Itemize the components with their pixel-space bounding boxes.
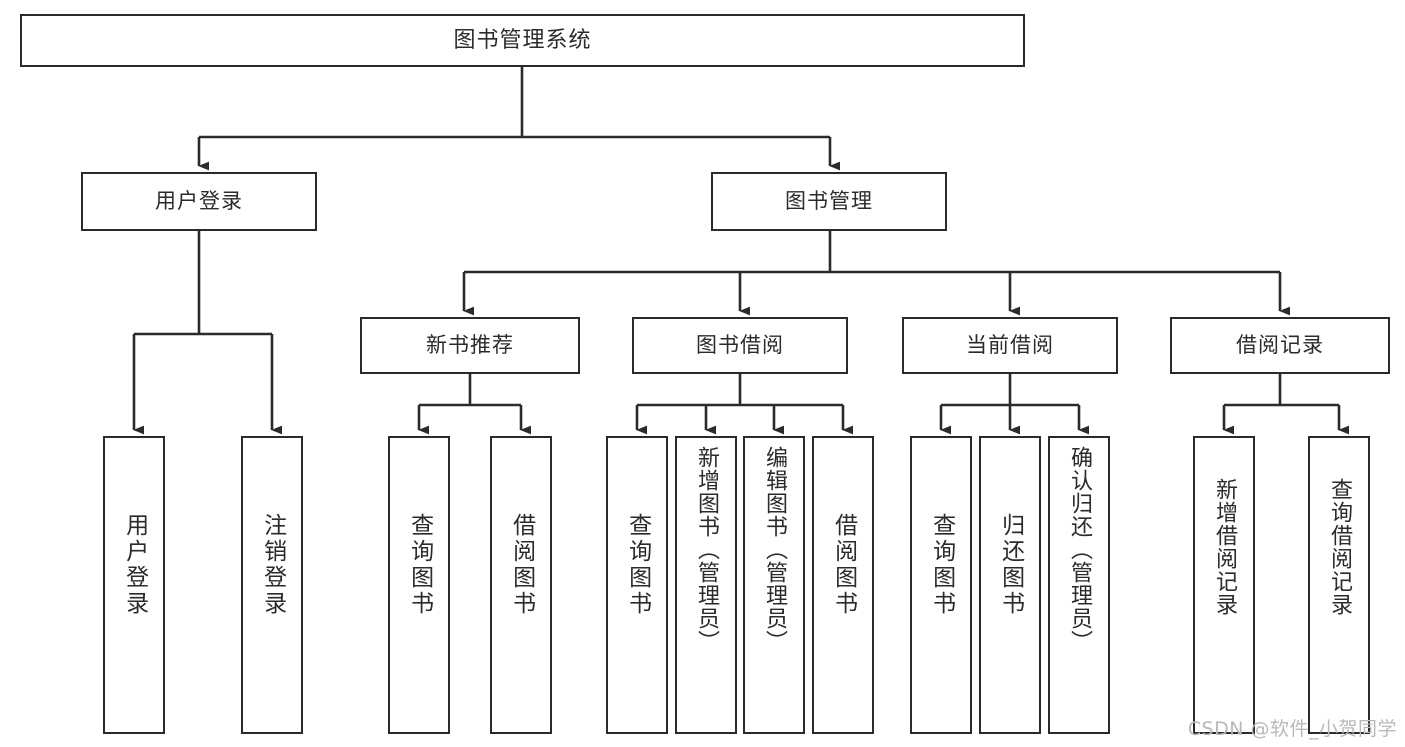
node-label: 确认归还（管理员） <box>1066 446 1092 653</box>
node-borrow-records[interactable]: 借阅记录 <box>1170 317 1390 374</box>
leaf-query-book-recommend[interactable]: 查询图书 <box>388 436 450 734</box>
node-label: 借阅图书 <box>508 513 535 617</box>
node-label: 查询借阅记录 <box>1326 478 1352 616</box>
node-label: 归还图书 <box>997 513 1024 617</box>
node-current-borrowing[interactable]: 当前借阅 <box>902 317 1118 374</box>
leaf-add-borrow-record[interactable]: 新增借阅记录 <box>1193 436 1255 734</box>
leaf-borrow-book-recommend[interactable]: 借阅图书 <box>490 436 552 734</box>
node-label: 查询图书 <box>406 513 433 617</box>
node-label: 图书管理 <box>785 189 873 213</box>
node-book-management[interactable]: 图书管理 <box>711 172 947 231</box>
node-label: 当前借阅 <box>966 333 1054 357</box>
node-label: 图书借阅 <box>696 333 784 357</box>
node-new-book-recommendation[interactable]: 新书推荐 <box>360 317 580 374</box>
node-book-borrowing[interactable]: 图书借阅 <box>632 317 848 374</box>
node-label: 图书管理系统 <box>453 27 592 53</box>
node-label: 用户登录 <box>155 189 243 213</box>
leaf-return-book[interactable]: 归还图书 <box>979 436 1041 734</box>
node-label: 借阅图书 <box>830 513 857 617</box>
csdn-watermark: CSDN @软件_小贺同学 <box>1187 718 1397 740</box>
node-user-login[interactable]: 用户登录 <box>81 172 317 231</box>
node-label: 新增借阅记录 <box>1211 478 1237 616</box>
leaf-borrow-book-borrowing[interactable]: 借阅图书 <box>812 436 874 734</box>
leaf-query-borrow-record[interactable]: 查询借阅记录 <box>1308 436 1370 734</box>
node-label: 借阅记录 <box>1236 333 1324 357</box>
node-book-management-system[interactable]: 图书管理系统 <box>20 14 1025 67</box>
leaf-query-book-current[interactable]: 查询图书 <box>910 436 972 734</box>
node-label: 查询图书 <box>624 513 651 617</box>
node-label: 查询图书 <box>928 513 955 617</box>
node-label: 编辑图书（管理员） <box>761 446 787 653</box>
node-label: 用户登录 <box>121 513 148 617</box>
leaf-add-book-admin[interactable]: 新增图书（管理员） <box>675 436 737 734</box>
leaf-confirm-return-admin[interactable]: 确认归还（管理员） <box>1048 436 1110 734</box>
leaf-logout[interactable]: 注销登录 <box>241 436 303 734</box>
node-label: 新书推荐 <box>426 333 514 357</box>
leaf-user-login[interactable]: 用户登录 <box>103 436 165 734</box>
leaf-edit-book-admin[interactable]: 编辑图书（管理员） <box>743 436 805 734</box>
node-label: 注销登录 <box>259 513 286 617</box>
leaf-query-book-borrowing[interactable]: 查询图书 <box>606 436 668 734</box>
node-label: 新增图书（管理员） <box>693 446 719 653</box>
